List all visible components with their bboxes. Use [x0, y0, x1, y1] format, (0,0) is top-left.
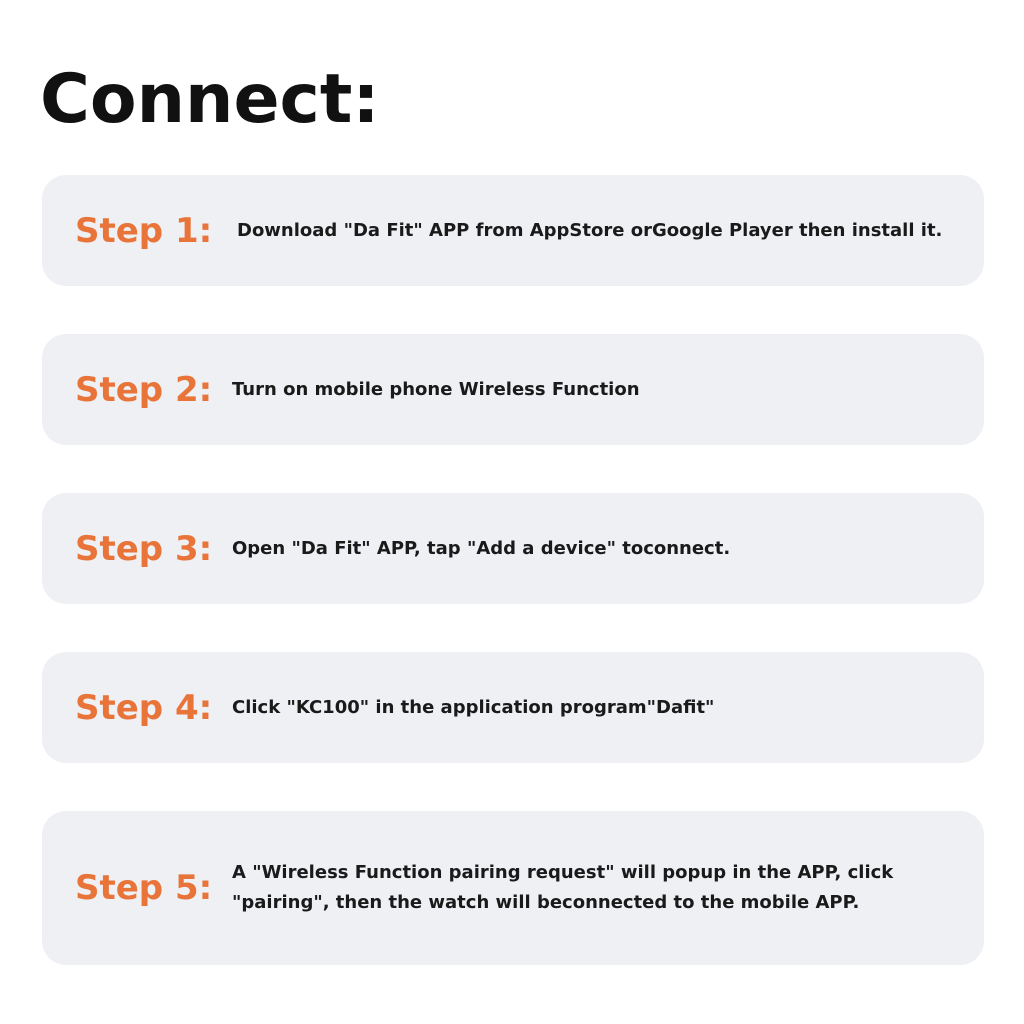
step-card-2: Step 2: Turn on mobile phone Wireless Fu…: [42, 334, 984, 445]
step-text-2: Turn on mobile phone Wireless Function: [232, 378, 640, 400]
step-text-1: Download "Da Fit" APP from AppStore orGo…: [237, 219, 943, 241]
step-text-3: Open "Da Fit" APP, tap "Add a device" to…: [232, 537, 731, 559]
step-card-3: Step 3: Open "Da Fit" APP, tap "Add a de…: [42, 493, 984, 604]
step-card-1: Step 1: Download "Da Fit" APP from AppSt…: [42, 175, 984, 286]
step-card-5: Step 5: A "Wireless Function pairing req…: [42, 811, 984, 965]
step-label-1: Step 1:: [75, 210, 213, 251]
step-label-2: Step 2:: [75, 369, 213, 410]
step-label-3: Step 3:: [75, 528, 213, 569]
step-text-4: Click "KC100" in the application program…: [232, 696, 715, 718]
step-label-4: Step 4:: [75, 687, 213, 728]
step-label-5: Step 5:: [75, 868, 213, 908]
page-title: Connect:: [40, 60, 380, 139]
step-card-4: Step 4: Click "KC100" in the application…: [42, 652, 984, 763]
step-text-5: A "Wireless Function pairing request" wi…: [232, 862, 894, 913]
